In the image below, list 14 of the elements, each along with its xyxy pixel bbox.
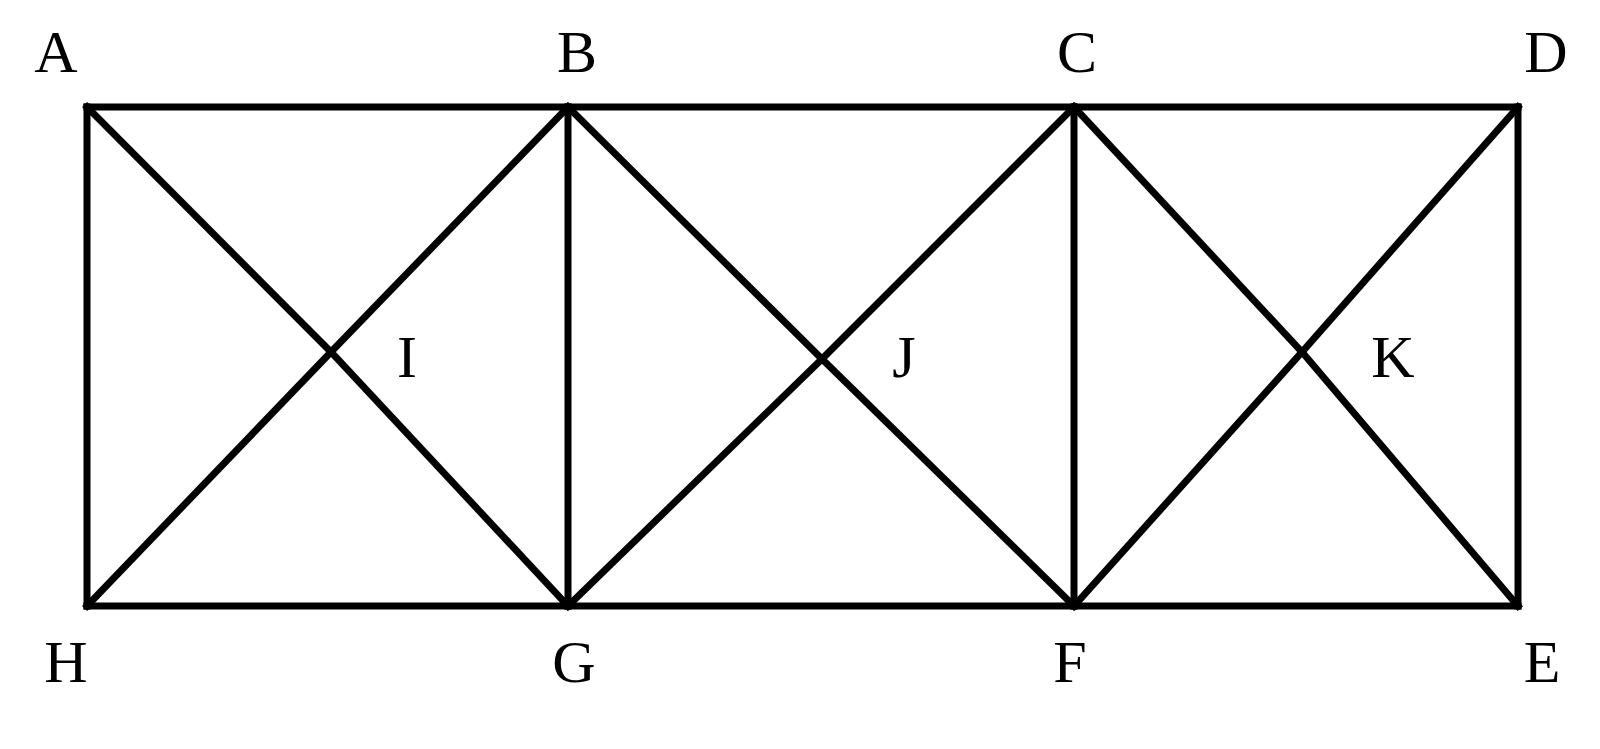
line-segment xyxy=(83,103,91,610)
point-label: D xyxy=(1524,22,1568,82)
point-label: A xyxy=(34,22,78,82)
point-label: G xyxy=(552,632,596,692)
line-segment xyxy=(564,103,572,610)
point-label: I xyxy=(397,327,417,387)
point-label: H xyxy=(44,632,88,692)
point-label: F xyxy=(1053,632,1087,692)
point-label: B xyxy=(557,22,597,82)
point-label: E xyxy=(1523,632,1561,692)
point-label: K xyxy=(1371,327,1415,387)
line-segment xyxy=(1070,103,1078,610)
point-label: C xyxy=(1057,22,1097,82)
point-label: J xyxy=(892,327,916,387)
